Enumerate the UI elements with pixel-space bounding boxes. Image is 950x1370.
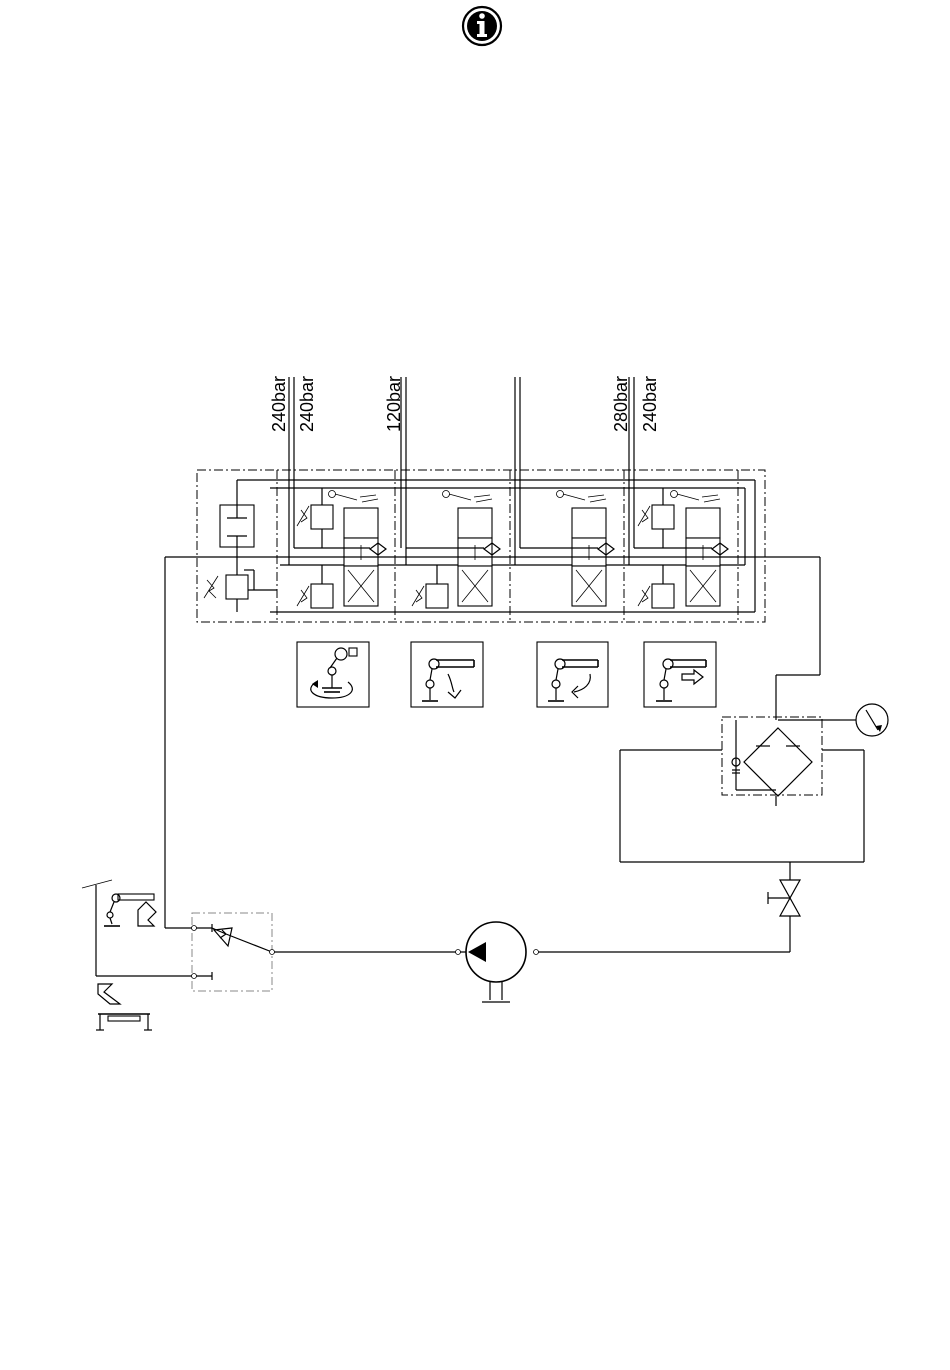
crane-boom-icon bbox=[82, 880, 154, 926]
valve-section-3 bbox=[520, 491, 614, 607]
pressure-gauge bbox=[840, 704, 888, 736]
selector-valve bbox=[96, 885, 275, 991]
boom-rotate-icon bbox=[537, 642, 608, 707]
stabilizer-leg-icon bbox=[98, 984, 120, 1004]
boom-extend-icon bbox=[644, 642, 716, 707]
pressure-label-5: 240bar bbox=[640, 376, 660, 432]
info-icon bbox=[463, 7, 501, 45]
valve-section-2 bbox=[406, 491, 500, 609]
support-frame-icon bbox=[96, 1014, 152, 1030]
pressure-labels: 240bar 240bar 120bar 280bar 240bar bbox=[269, 376, 660, 432]
shutoff-valve bbox=[768, 862, 800, 952]
return-filter bbox=[620, 717, 864, 862]
pressure-label-1: 240bar bbox=[269, 376, 289, 432]
boom-lower-icon bbox=[411, 642, 483, 707]
valve-section-4 bbox=[634, 488, 728, 608]
pressure-label-4: 280bar bbox=[611, 376, 631, 432]
pressure-label-2: 240bar bbox=[297, 376, 317, 432]
outrigger-icon bbox=[138, 902, 156, 926]
boom-swing-icon bbox=[297, 642, 369, 707]
valve-section-1 bbox=[294, 488, 386, 608]
hydraulic-pump bbox=[272, 922, 790, 1002]
